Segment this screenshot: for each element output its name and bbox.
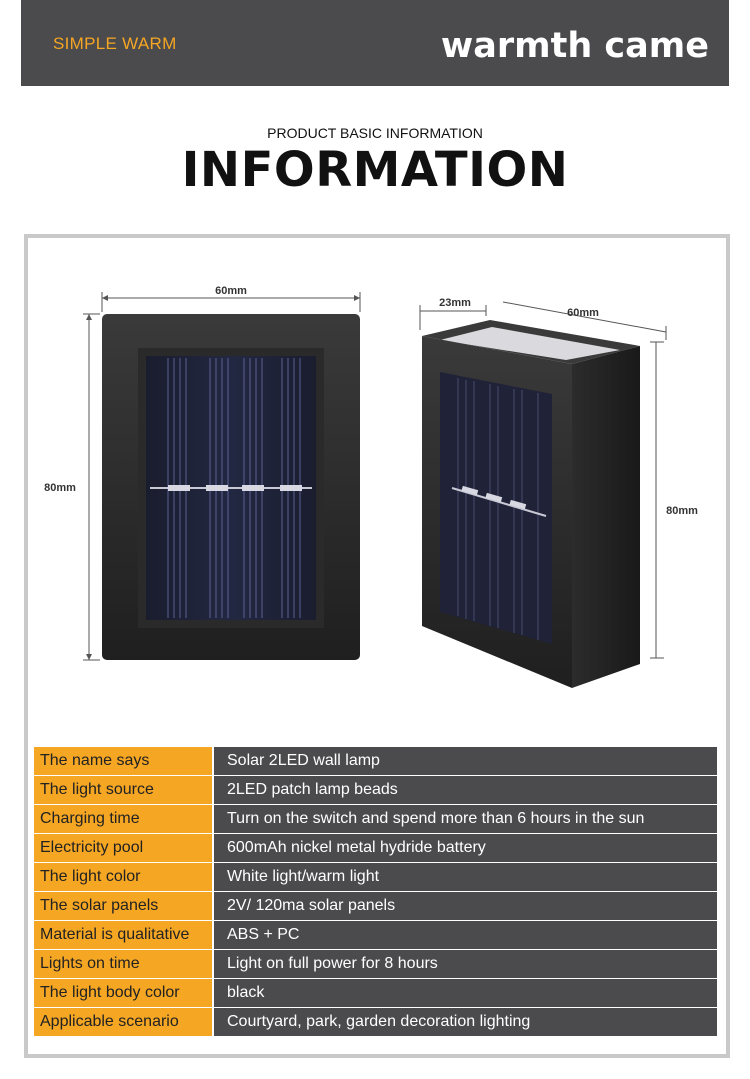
spec-row: Applicable scenario Courtyard, park, gar… [34, 1008, 717, 1037]
spec-key: The light body color [34, 979, 214, 1007]
brand-name: SIMPLE WARM [53, 34, 177, 53]
spec-value: White light/warm light [214, 863, 717, 891]
side-depth-label: 23mm [439, 297, 471, 309]
section-title: INFORMATION [181, 142, 569, 198]
spec-row: Charging time Turn on the switch and spe… [34, 805, 717, 834]
spec-row: Material is qualitative ABS + PC [34, 921, 717, 950]
spec-key: Electricity pool [34, 834, 214, 862]
front-width-label: 60mm [215, 285, 247, 297]
front-height-label: 80mm [44, 482, 76, 494]
spec-key: Applicable scenario [34, 1008, 214, 1036]
side-view-lamp: 23mm 60mm 80mm [419, 297, 698, 688]
spec-row: The light body color black [34, 979, 717, 1008]
side-height-label: 80mm [666, 505, 698, 517]
spec-value: Light on full power for 8 hours [214, 950, 717, 978]
spec-row: The light source 2LED patch lamp beads [34, 776, 717, 805]
spec-value: 2LED patch lamp beads [214, 776, 717, 804]
spec-key: Material is qualitative [34, 921, 214, 949]
spec-row: The name says Solar 2LED wall lamp [34, 747, 717, 776]
info-frame [24, 234, 730, 1058]
spec-key: The light source [34, 776, 214, 804]
product-dimension-diagram: 60mm 80mm 23mm 60mm [44, 285, 698, 688]
spec-value: 2V/ 120ma solar panels [214, 892, 717, 920]
spec-value: Turn on the switch and spend more than 6… [214, 805, 717, 833]
spec-row: Lights on time Light on full power for 8… [34, 950, 717, 979]
spec-value: Courtyard, park, garden decoration light… [214, 1008, 717, 1036]
spec-key: The name says [34, 747, 214, 775]
section-subtitle: PRODUCT BASIC INFORMATION [267, 125, 483, 141]
spec-row: The solar panels 2V/ 120ma solar panels [34, 892, 717, 921]
spec-key: The solar panels [34, 892, 214, 920]
spec-value: Solar 2LED wall lamp [214, 747, 717, 775]
header-banner: SIMPLE WARM warmth came [21, 0, 729, 86]
spec-key: The light color [34, 863, 214, 891]
spec-value: ABS + PC [214, 921, 717, 949]
spec-table: The name says Solar 2LED wall lamp The l… [34, 747, 717, 1037]
spec-row: Electricity pool 600mAh nickel metal hyd… [34, 834, 717, 863]
spec-key: Charging time [34, 805, 214, 833]
slogan: warmth came [440, 26, 709, 66]
spec-key: Lights on time [34, 950, 214, 978]
side-width-label: 60mm [567, 307, 599, 319]
front-view-lamp: 60mm 80mm [44, 285, 361, 661]
spec-value: 600mAh nickel metal hydride battery [214, 834, 717, 862]
spec-value: black [214, 979, 717, 1007]
spec-row: The light color White light/warm light [34, 863, 717, 892]
